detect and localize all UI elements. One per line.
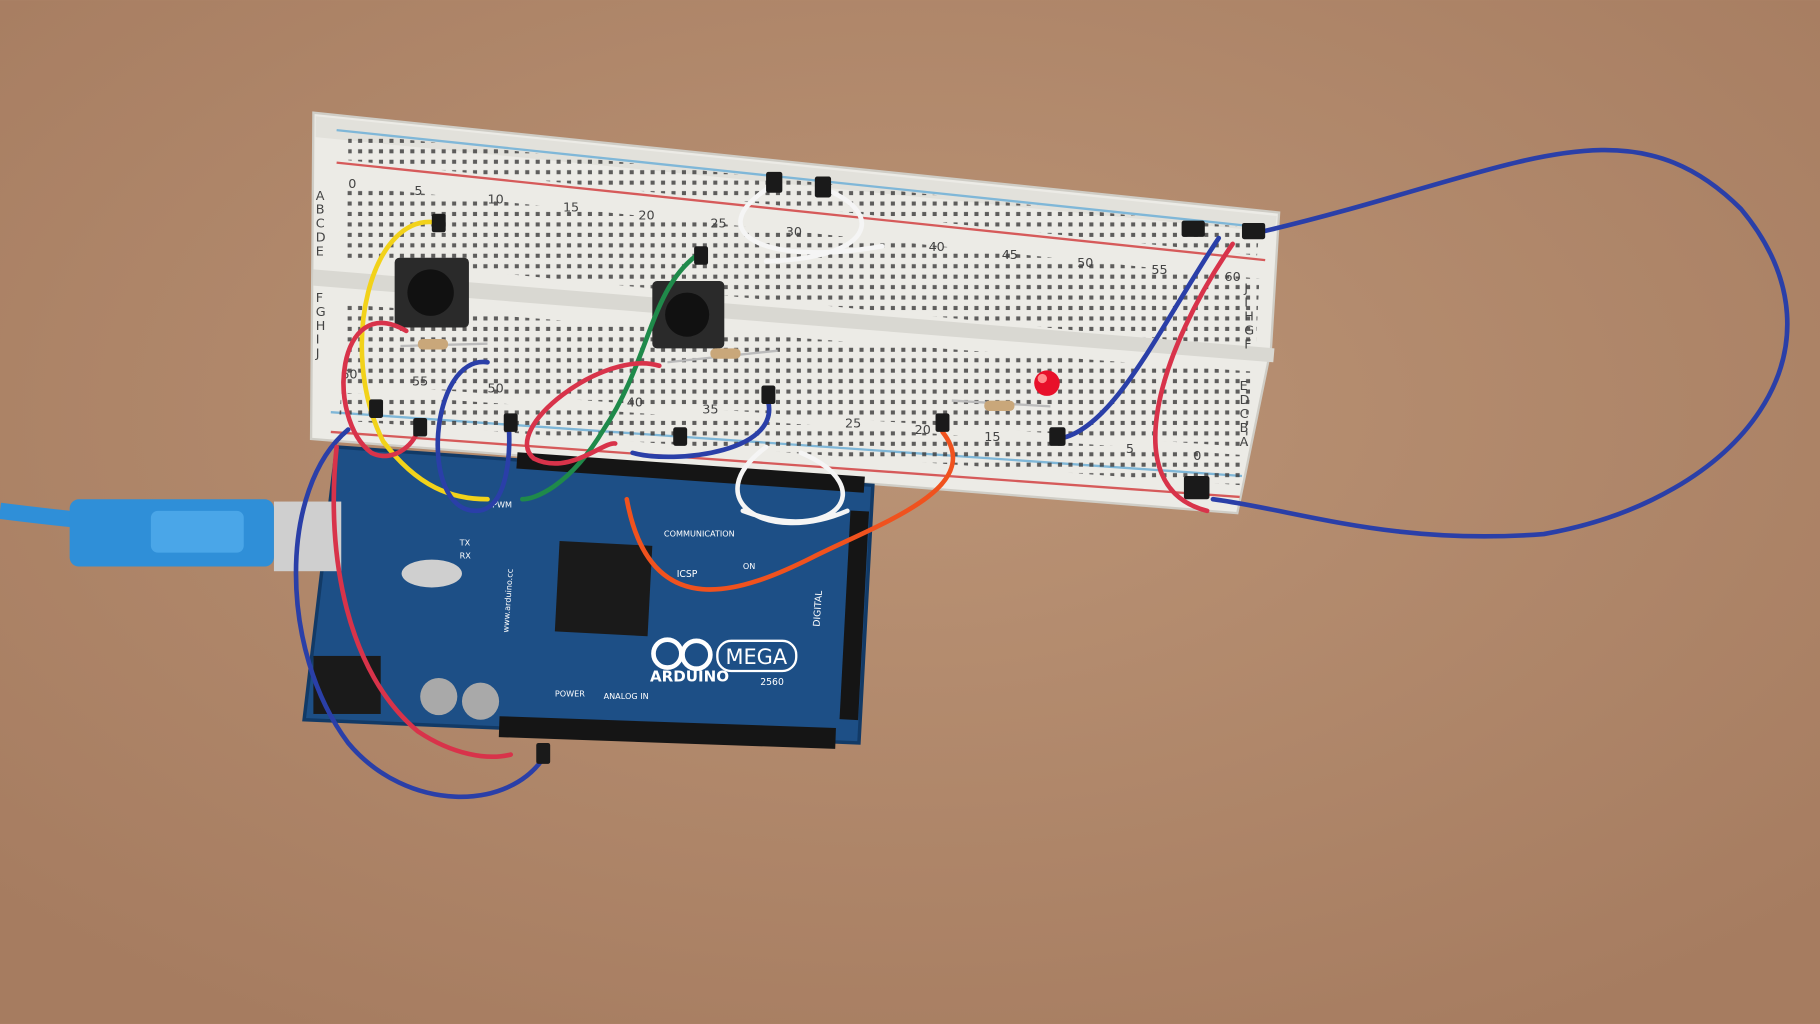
wire-red xyxy=(524,361,662,466)
row-letter: D xyxy=(1240,393,1250,408)
row-letter: D xyxy=(316,231,326,246)
row-letter: A xyxy=(1240,435,1249,450)
column-number: 10 xyxy=(488,192,504,207)
breadboard: 0 5 10 15 20 25 30 40 45 50 55 60 60 55 … xyxy=(309,111,1281,515)
column-number: 30 xyxy=(786,225,802,240)
column-number: 50 xyxy=(1077,256,1093,271)
row-letter: J xyxy=(1243,282,1248,297)
arduino-brand-text: ARDUINO xyxy=(650,667,729,685)
wire-blue xyxy=(293,427,548,800)
row-letter: B xyxy=(316,203,325,218)
resistor xyxy=(951,399,1051,412)
column-number: 55 xyxy=(1151,263,1167,278)
push-button-1 xyxy=(394,257,469,328)
column-number: 5 xyxy=(414,184,422,199)
row-letter: C xyxy=(1240,407,1249,422)
row-letter: G xyxy=(316,305,326,320)
wire-red xyxy=(1152,241,1236,514)
row-letter: E xyxy=(316,244,324,259)
row-letter: F xyxy=(1244,337,1251,352)
row-letter: H xyxy=(316,319,326,334)
wire-blue xyxy=(1056,235,1222,442)
analog-in-label: ANALOG IN xyxy=(604,691,649,701)
row-letter: A xyxy=(316,189,325,204)
wire-white xyxy=(738,183,885,264)
communication-label: COMMUNICATION xyxy=(664,528,735,538)
breadboard-column-numbers-top: 0 5 10 15 20 25 30 40 45 50 55 60 xyxy=(348,177,1241,285)
arduino-chip-text: 2560 xyxy=(760,677,784,688)
wire-orange xyxy=(624,429,956,592)
wire-red xyxy=(331,444,514,759)
wire-blue-loop xyxy=(1210,147,1790,539)
row-letter: I xyxy=(1244,296,1248,311)
icsp-label: ICSP xyxy=(677,569,698,580)
digital-label: DIGITAL xyxy=(811,589,825,627)
row-letter: G xyxy=(1244,323,1254,338)
column-number: 20 xyxy=(915,423,931,438)
wire-blue xyxy=(630,392,772,460)
push-button-2 xyxy=(652,281,725,349)
wire-red xyxy=(341,320,421,459)
column-number: 20 xyxy=(638,209,654,224)
red-led xyxy=(1034,370,1060,396)
column-number: 35 xyxy=(702,402,718,417)
rx-label: RX xyxy=(460,550,472,560)
column-number: 40 xyxy=(627,395,643,410)
column-number: 5 xyxy=(1126,442,1134,457)
row-letter: H xyxy=(1244,309,1254,324)
power-label: POWER xyxy=(555,689,585,699)
arduino-infinity-logo xyxy=(651,637,713,672)
breadboard-row-letters: A B C D E F G H I J J I H G F E D C B A xyxy=(315,189,1254,450)
jumper-tips xyxy=(369,171,1266,764)
usb-cable xyxy=(0,499,274,567)
arduino-mega-board: ARDUINO MEGA 2560 www.arduino.cc COMMUNI… xyxy=(273,445,875,749)
column-number: 0 xyxy=(1193,449,1201,464)
resistor xyxy=(400,339,488,350)
column-number: 15 xyxy=(984,430,1000,445)
pwm-label: PWM xyxy=(492,499,512,509)
row-letter: J xyxy=(315,347,320,362)
column-number: 55 xyxy=(412,374,428,389)
column-number: 40 xyxy=(929,240,945,255)
column-number: 50 xyxy=(488,381,504,396)
column-number: 60 xyxy=(1225,270,1241,285)
row-letter: F xyxy=(316,291,323,306)
usb-port xyxy=(273,501,342,572)
on-label: ON xyxy=(743,561,755,571)
tx-label: TX xyxy=(459,538,471,548)
arduino-website-text: www.arduino.cc xyxy=(500,568,514,632)
row-letter: C xyxy=(316,217,325,232)
arduino-model-text: MEGA xyxy=(725,645,787,669)
column-number: 25 xyxy=(845,416,861,431)
wire-blue xyxy=(435,359,512,514)
row-letter: I xyxy=(316,333,320,348)
row-letter: B xyxy=(1240,421,1249,436)
resistor xyxy=(667,348,778,364)
column-number: 25 xyxy=(710,217,726,232)
column-number: 0 xyxy=(348,177,356,192)
column-number: 15 xyxy=(563,200,579,215)
wire-green xyxy=(520,253,699,502)
column-number: 45 xyxy=(1002,248,1018,263)
row-letter: E xyxy=(1240,379,1248,394)
wire-white xyxy=(735,444,850,526)
